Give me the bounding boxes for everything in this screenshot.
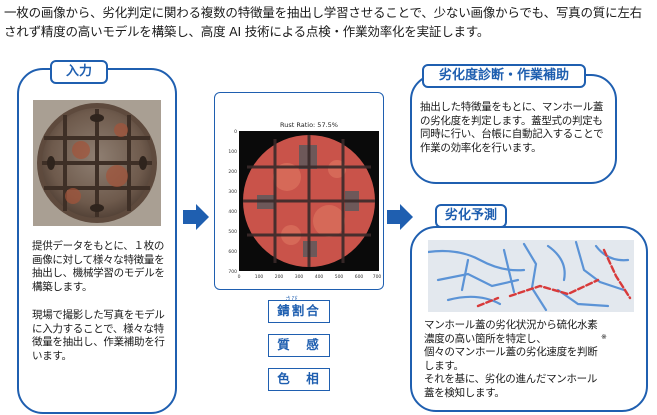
sewer-map <box>428 240 634 312</box>
prediction-text-2: 個々のマンホール蓋の劣化速度を判断します。 <box>424 346 598 372</box>
arrow-right-icon <box>183 204 209 230</box>
svg-text:500: 500 <box>335 274 344 280</box>
rust-analysis-plot: Rust Ratio: 57.5% 0 100 200 300 400 500 … <box>228 121 381 280</box>
prediction-text-3: それを基に、劣化の進んだマンホール蓋を検知します。 <box>424 373 598 399</box>
feature-hue: 色 相 <box>268 368 330 391</box>
svg-text:300: 300 <box>228 189 237 195</box>
prediction-text-1: マンホール蓋の劣化状況から硫化水素濃度の高い箇所を特定し、 <box>424 319 598 345</box>
svg-text:0: 0 <box>234 129 237 135</box>
plot-title: Rust Ratio: 57.5% <box>280 121 338 129</box>
svg-text:0: 0 <box>238 274 241 280</box>
prediction-title: 劣化予測 <box>435 204 507 228</box>
svg-text:200: 200 <box>275 274 284 280</box>
input-title: 入力 <box>50 60 108 84</box>
svg-text:600: 600 <box>228 249 237 255</box>
svg-text:100: 100 <box>255 274 264 280</box>
svg-text:600: 600 <box>355 274 364 280</box>
arrow-right-icon <box>387 204 413 230</box>
feature-rust-ratio: 錆割合 <box>268 300 330 323</box>
svg-text:500: 500 <box>228 229 237 235</box>
svg-text:300: 300 <box>295 274 304 280</box>
svg-text:400: 400 <box>315 274 324 280</box>
manhole-photo <box>33 100 161 226</box>
feature-ruby: さび <box>285 294 298 303</box>
svg-text:400: 400 <box>228 209 237 215</box>
intro-text: 一枚の画像から、劣化判定に関わる複数の特徴量を抽出し学習させることで、少ない画像… <box>4 5 642 39</box>
svg-text:700: 700 <box>373 274 381 280</box>
svg-text:200: 200 <box>228 169 237 175</box>
svg-text:100: 100 <box>228 149 237 155</box>
diagnosis-text: 抽出した特徴量をもとに、マンホール蓋の劣化度を判定します。蓋型式の判定も同時に行… <box>420 101 604 154</box>
input-text-2: 現場で撮影した写真をモデルに入力することで、様々な特徴量を抽出し、作業補助を行い… <box>32 309 165 362</box>
feature-texture: 質 感 <box>268 334 330 357</box>
diagnosis-title: 劣化度診断・作業補助 <box>422 64 586 88</box>
input-text-1: 提供データをもとに、１枚の画像に対して様々な特徴量を抽出し、機械学習のモデルを構… <box>32 240 165 293</box>
prediction-note-mark: ※ <box>601 333 607 341</box>
svg-text:700: 700 <box>228 269 237 275</box>
